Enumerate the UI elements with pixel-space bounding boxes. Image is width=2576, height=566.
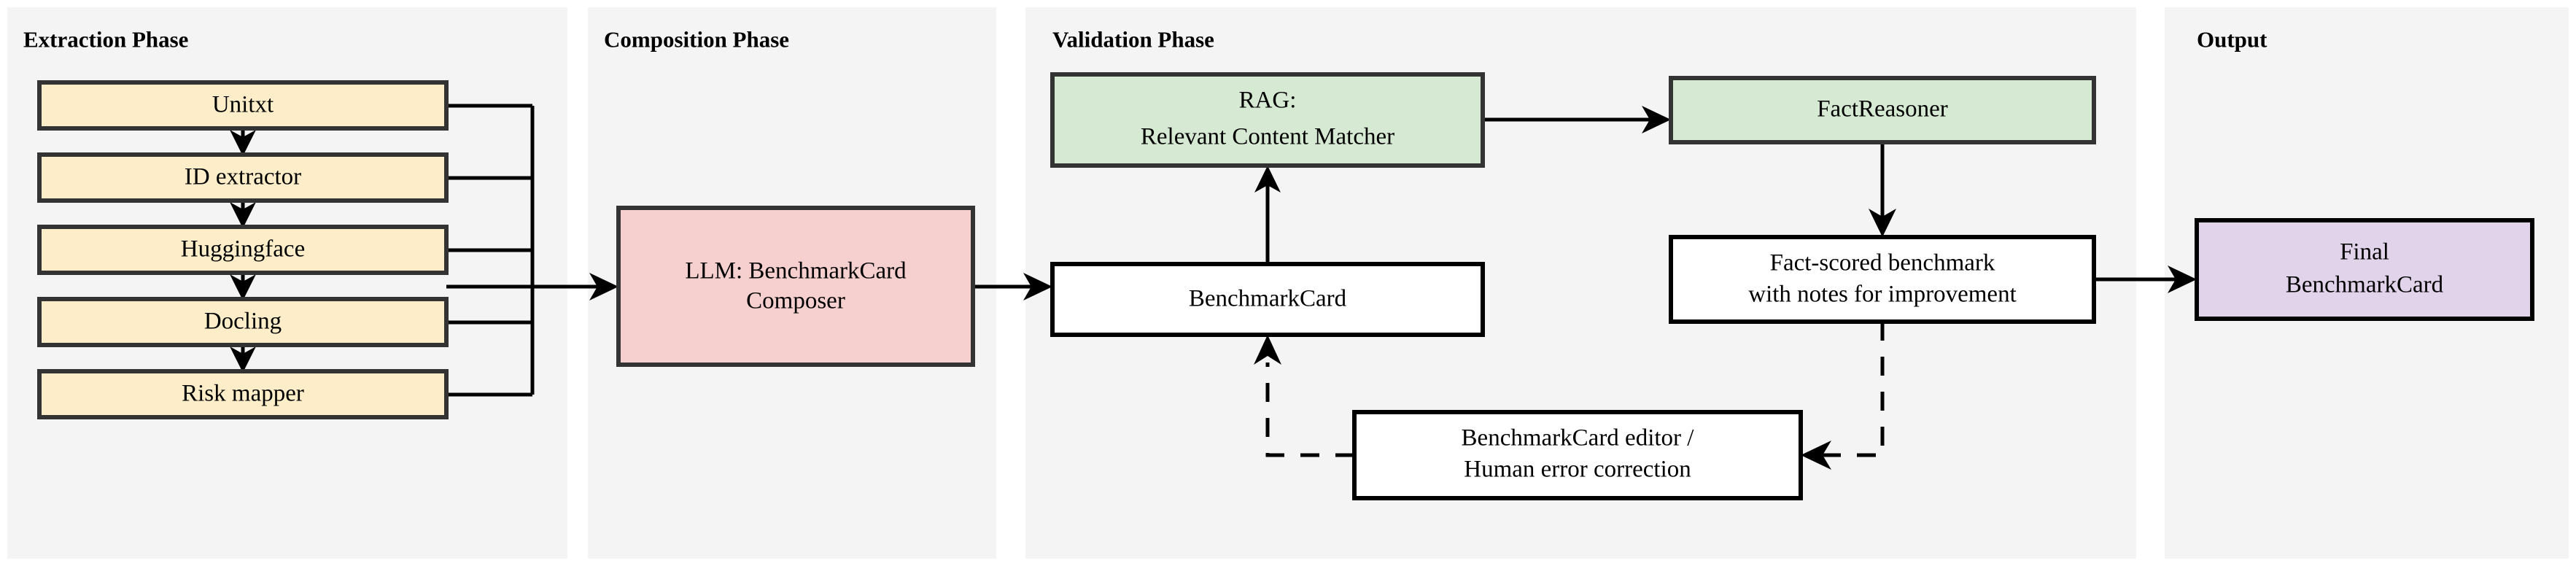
node-fact-scored-benchmark-label-line2: with notes for improvement [1748,282,2017,308]
node-huggingface-box[interactable] [37,225,449,275]
node-benchmarkcard[interactable]: BenchmarkCard [1050,262,1485,337]
arrowhead-down-icon [230,130,256,156]
arrowhead-right-icon [2168,265,2197,293]
node-benchmarkcard-editor[interactable]: BenchmarkCard editor / Human error corre… [1352,410,1803,500]
cluster-validation-title: Validation Phase [1052,26,1214,52]
node-llm-composer[interactable]: LLM: BenchmarkCard Composer [616,206,975,367]
node-benchmarkcard-editor-label-line1: BenchmarkCard editor / [1462,425,1695,451]
arrowhead-up-icon [1254,166,1281,193]
node-llm-composer-label-line1: LLM: BenchmarkCard [685,258,907,284]
node-unitxt[interactable]: Unitxt [37,80,449,131]
edge-factscored-to-editor [1801,322,1885,470]
arrowhead-right-icon [1642,106,1671,133]
edge-factscored-to-final [2094,265,2197,293]
edge-bus-to-composer [446,273,618,301]
node-final-benchmarkcard-label-line2: BenchmarkCard [2286,272,2444,298]
arrowhead-right-icon [589,273,618,301]
edge-composer-to-card [973,273,1052,301]
edge-editor-to-card [1254,335,1354,457]
node-fact-scored-benchmark[interactable]: Fact-scored benchmark with notes for imp… [1669,235,2096,324]
node-final-benchmarkcard-box[interactable] [2195,218,2534,321]
node-factreasoner-label: FactReasoner [1817,96,1948,123]
node-id-extractor[interactable]: ID extractor [37,152,449,203]
edge-hf-to-docling [230,273,256,301]
cluster-output-title: Output [2197,26,2267,52]
node-benchmarkcard-box[interactable] [1050,262,1485,337]
node-factreasoner[interactable]: FactReasoner [1669,76,2096,144]
arrowhead-left-icon [1801,441,1831,470]
edge-line-dashed [1820,322,1885,457]
arrowhead-down-icon [230,346,256,373]
node-id-extractor-box[interactable] [37,152,449,203]
node-benchmarkcard-label: BenchmarkCard [1189,286,1347,312]
node-docling-label: Docling [204,309,282,335]
arrowhead-right-icon [1023,273,1052,301]
edge-card-to-rag [1254,166,1281,264]
node-id-extractor-label: ID extractor [185,164,301,190]
edge-rag-to-factreasoner [1483,106,1671,133]
node-risk-mapper-label: Risk mapper [182,381,304,407]
node-rag-matcher-label-line2: Relevant Content Matcher [1141,124,1394,150]
cluster-composition-title: Composition Phase [604,26,789,52]
node-docling[interactable]: Docling [37,297,449,347]
edge-factreasoner-to-factscored [1869,142,1896,237]
node-fact-scored-benchmark-label-line1: Fact-scored benchmark [1770,250,1995,276]
node-llm-composer-label-line2: Composer [746,288,845,314]
node-risk-mapper[interactable]: Risk mapper [37,369,449,419]
node-rag-matcher[interactable]: RAG: Relevant Content Matcher [1050,72,1485,168]
node-docling-box[interactable] [37,297,449,347]
arrowhead-down-icon [1869,209,1896,237]
edge-extraction-bus [446,104,535,397]
node-unitxt-label: Unitxt [212,92,273,118]
node-risk-mapper-box[interactable] [37,369,449,419]
node-final-benchmarkcard-label-line1: Final [2340,239,2389,265]
arrowhead-down-icon [230,274,256,301]
edge-docling-to-riskmapper [230,345,256,373]
arrowhead-up-icon [1254,335,1281,365]
node-huggingface-label: Huggingface [181,236,305,263]
node-fact-scored-benchmark-box[interactable] [1669,235,2096,324]
cluster-extraction-title: Extraction Phase [23,26,188,52]
node-llm-composer-box[interactable] [616,206,975,367]
node-rag-matcher-label-line1: RAG: [1239,88,1297,114]
node-benchmarkcard-editor-box[interactable] [1352,410,1803,500]
node-factreasoner-box[interactable] [1669,76,2096,144]
edge-unitxt-to-idextract [230,128,256,156]
edge-idextract-to-hf [230,201,256,228]
node-unitxt-box[interactable] [37,80,449,131]
node-huggingface[interactable]: Huggingface [37,225,449,275]
node-benchmarkcard-editor-label-line2: Human error correction [1464,457,1691,483]
edge-line-dashed [1265,363,1354,457]
node-final-benchmarkcard[interactable]: Final BenchmarkCard [2195,218,2534,321]
node-rag-matcher-box[interactable] [1050,72,1485,168]
arrowhead-down-icon [230,202,256,228]
